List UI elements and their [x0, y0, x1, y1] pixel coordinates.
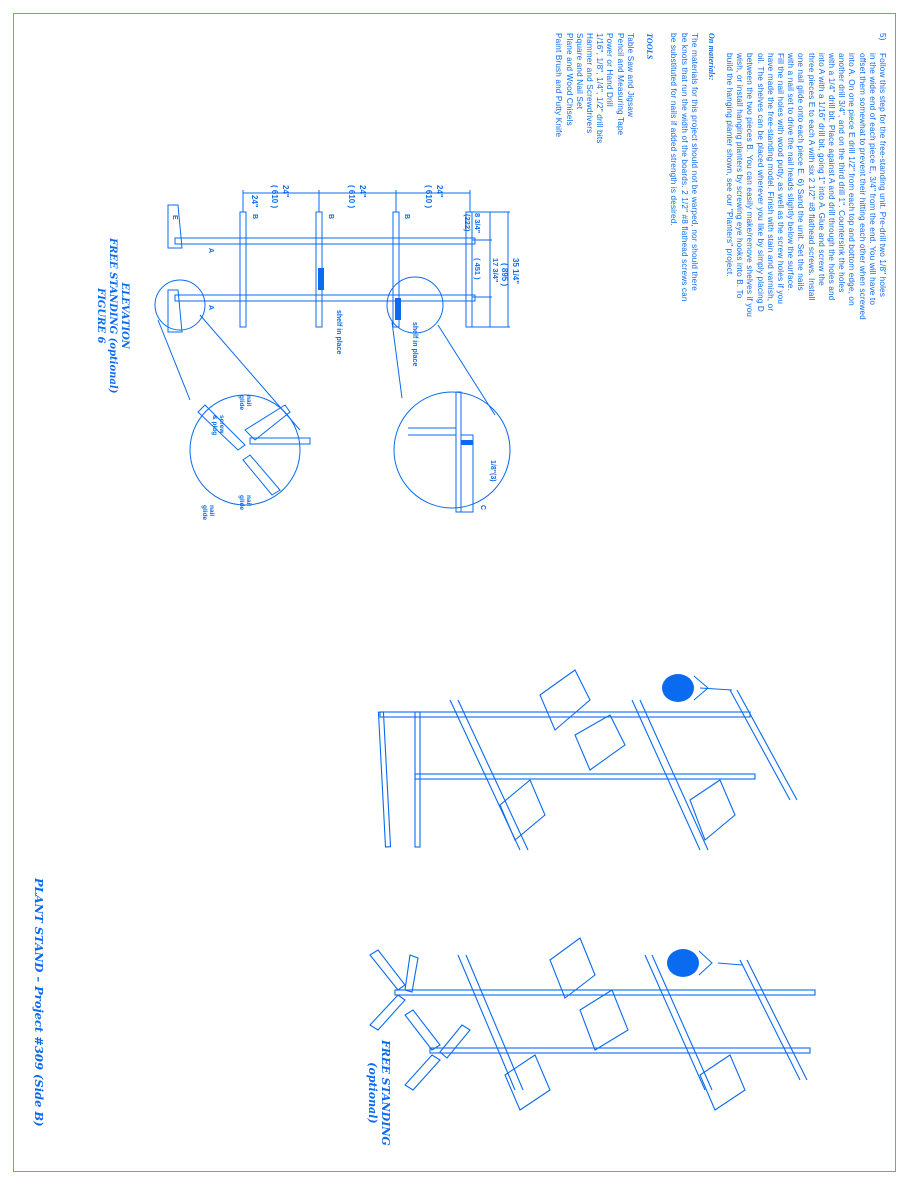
footer-title: PLANT STAND – Project #309 (Side B) — [32, 878, 46, 1127]
page-border — [13, 13, 896, 1172]
dim-spacing: 24" — [250, 195, 259, 208]
iso-caption: FREE STANDING (optional) — [366, 1040, 392, 1146]
